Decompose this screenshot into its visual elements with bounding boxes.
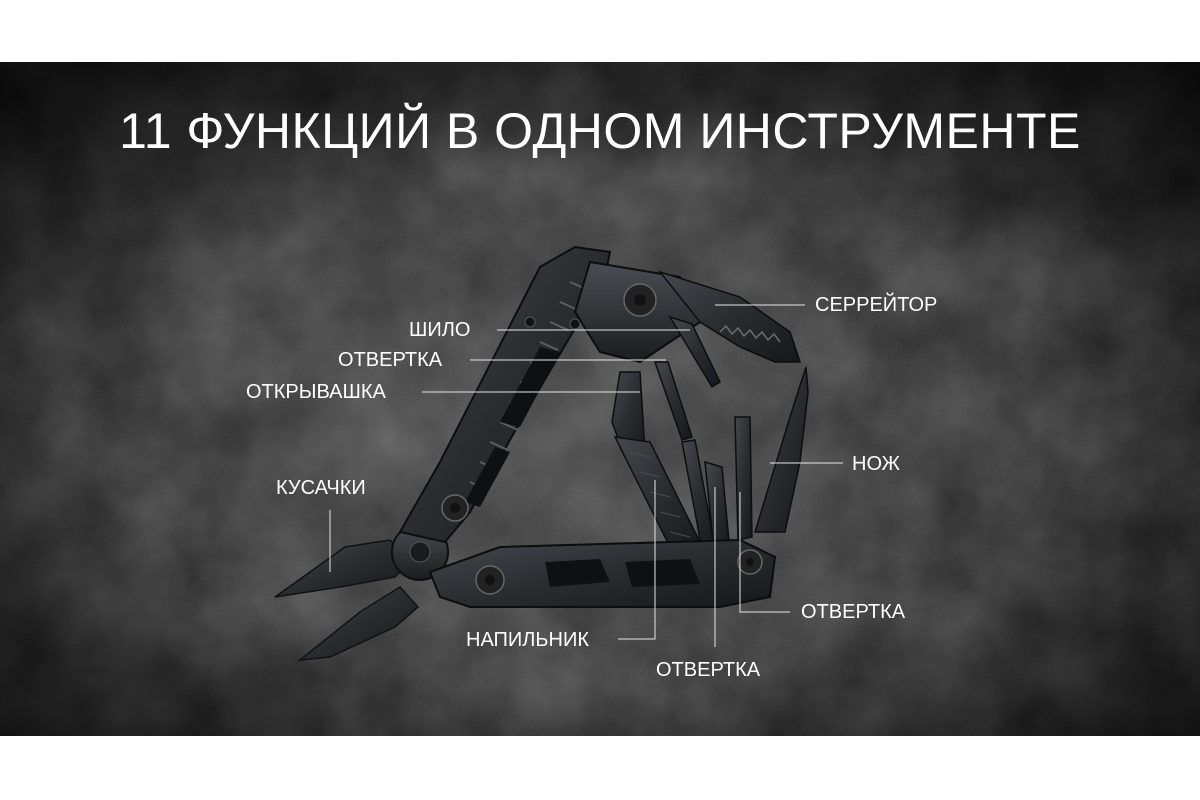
label-screwdriver-right: ОТВЕРТКА [801, 601, 906, 623]
label-pliers: КУСАЧКИ [276, 477, 366, 499]
label-screwdriver-top: ОТВЕРТКА [338, 349, 443, 371]
label-bottle-opener: ОТКРЫВАШКА [246, 381, 386, 403]
multitool-image [274, 245, 809, 661]
label-awl: ШИЛО [409, 319, 471, 341]
label-screwdriver-bottom: ОТВЕРТКА [656, 659, 761, 681]
label-knife: НОЖ [852, 453, 901, 475]
label-file: НАПИЛЬНИК [466, 629, 590, 651]
grunge-texture [0, 62, 1200, 736]
promo-banner: 11 ФУНКЦИЙ В ОДНОМ ИНСТРУМЕНТЕ [0, 62, 1200, 736]
headline: 11 ФУНКЦИЙ В ОДНОМ ИНСТРУМЕНТЕ [119, 103, 1081, 159]
label-serrator: СЕРРЕЙТОР [815, 294, 938, 316]
